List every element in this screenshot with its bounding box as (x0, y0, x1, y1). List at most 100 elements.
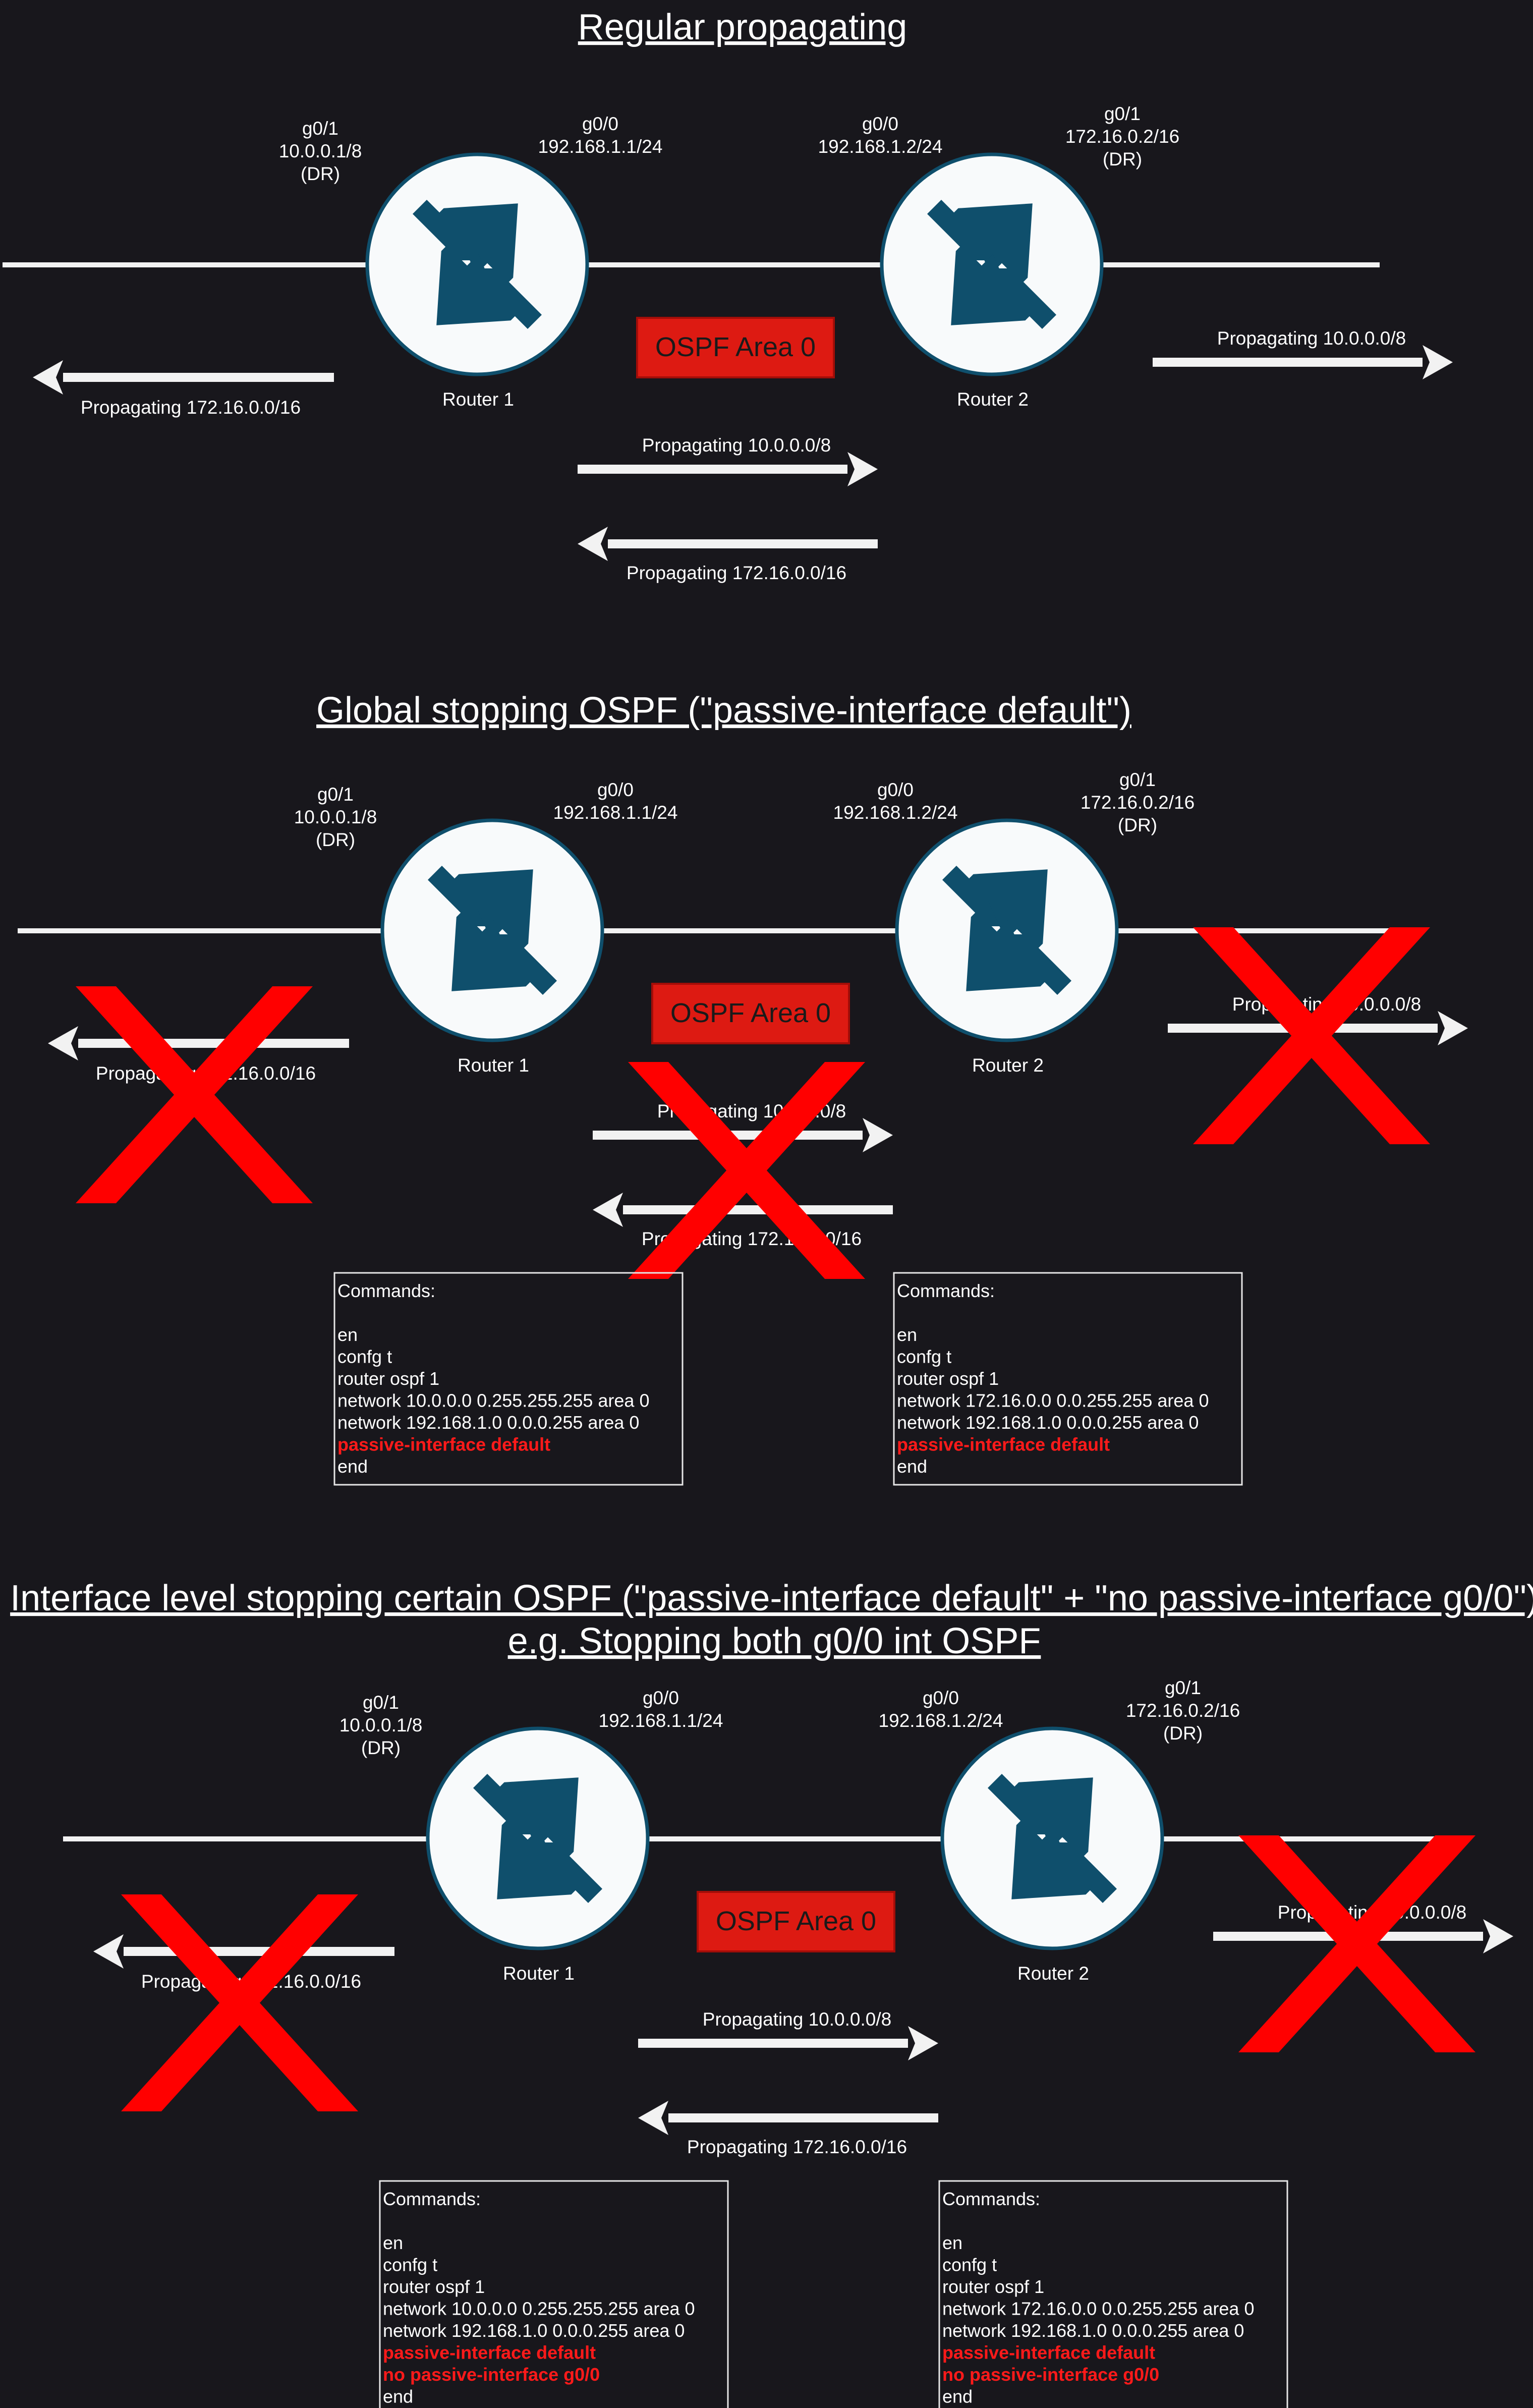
router-1-label: Router 1 (442, 389, 514, 410)
command-line: network 192.168.1.0 0.0.0.255 area 0 (337, 1412, 639, 1433)
command-line: network 172.16.0.0 0.0.255.255 area 0 (897, 1390, 1209, 1411)
router-1-interface-g0-1: 10.0.0.1/8 (294, 807, 377, 827)
arrow-right-icon (638, 2026, 938, 2060)
section-subtitle: e.g. Stopping both g0/0 int OSPF (508, 1621, 1041, 1661)
router-icon (428, 1728, 648, 1948)
router-2-interface-g0-0: 192.168.1.2/24 (879, 1710, 1003, 1731)
ospf-area-box (651, 983, 850, 1044)
command-line-highlighted: no passive-interface g0/0 (383, 2364, 600, 2385)
arrow-right-icon (578, 452, 878, 486)
section-title: Global stopping OSPF ("passive-interface… (316, 690, 1131, 731)
router-2-interface-g0-1: 172.16.0.2/16 (1126, 1700, 1240, 1721)
command-line: end (337, 1456, 368, 1477)
router-2-interface-g0-1: (DR) (1103, 149, 1142, 170)
router-1-interface-g0-1: 10.0.0.1/8 (279, 141, 362, 161)
arrow-left-icon (33, 360, 334, 395)
command-line-highlighted: passive-interface default (337, 1434, 550, 1455)
diagram-section-2: Global stopping OSPF ("passive-interface… (18, 690, 1468, 1486)
command-line: confg t (942, 2255, 997, 2275)
router-1-interface-g0-1: g0/1 (317, 784, 354, 805)
router-2-interface-g0-1: g0/1 (1119, 769, 1156, 790)
ospf-area-box (636, 317, 835, 378)
router-1-interface-g0-1: (DR) (301, 163, 340, 184)
ospf-area-label: OSPF Area 0 (670, 998, 831, 1028)
router-2-interface-g0-0: 192.168.1.2/24 (818, 136, 943, 157)
router-2-interface-g0-0: 192.168.1.2/24 (833, 802, 958, 823)
command-line: en (383, 2232, 403, 2253)
section-title: Interface level stopping certain OSPF ("… (10, 1578, 1533, 1618)
router-icon (882, 154, 1102, 374)
command-line: router ospf 1 (337, 1368, 439, 1389)
propagation-label: Propagating 172.16.0.0/16 (81, 397, 301, 418)
command-line: network 192.168.1.0 0.0.0.255 area 0 (383, 2320, 685, 2341)
command-line: router ospf 1 (383, 2276, 485, 2297)
command-line: end (897, 1456, 927, 1477)
arrow-left-icon (48, 1026, 349, 1060)
router-1-interface-g0-1: g0/1 (302, 118, 338, 139)
command-line: network 10.0.0.0 0.255.255.255 area 0 (383, 2299, 695, 2319)
command-line: confg t (897, 1347, 951, 1367)
diagram-section-3: Interface level stopping certain OSPF ("… (10, 1578, 1533, 2408)
router-1-interface-g0-0: g0/0 (597, 779, 634, 800)
cross-mark-icon (1238, 1835, 1475, 2052)
router-2-interface-g0-1: g0/1 (1165, 1677, 1201, 1698)
command-line: network 10.0.0.0 0.255.255.255 area 0 (337, 1390, 649, 1411)
router-2-label: Router 2 (957, 389, 1029, 410)
router-icon (382, 820, 602, 1040)
router-2-interface-g0-1: g0/1 (1104, 103, 1141, 124)
router-1-label: Router 1 (458, 1055, 529, 1076)
section-title: Regular propagating (578, 7, 907, 47)
router-2-interface-g0-1: 172.16.0.2/16 (1081, 792, 1195, 813)
command-line: end (942, 2386, 973, 2407)
command-line: network 172.16.0.0 0.0.255.255 area 0 (942, 2299, 1254, 2319)
command-line: network 192.168.1.0 0.0.0.255 area 0 (942, 2320, 1244, 2341)
router-2-interface-g0-1: 172.16.0.2/16 (1065, 126, 1179, 147)
ospf-area-label: OSPF Area 0 (655, 332, 816, 362)
command-line: router ospf 1 (942, 2276, 1044, 2297)
router-1-interface-g0-0: 192.168.1.1/24 (599, 1710, 723, 1731)
router-2-interface-g0-0: g0/0 (877, 779, 914, 800)
router-2-label: Router 2 (972, 1055, 1044, 1076)
router-2-interface-g0-1: (DR) (1118, 815, 1157, 835)
router-1-interface-g0-0: 192.168.1.1/24 (553, 802, 678, 823)
ospf-area-label: OSPF Area 0 (716, 1906, 876, 1936)
router-icon (367, 154, 587, 374)
command-line-highlighted: passive-interface default (897, 1434, 1110, 1455)
cross-mark-icon (121, 1894, 358, 2111)
commands-header: Commands: (337, 1280, 435, 1301)
ospf-area-box (697, 1891, 895, 1952)
router-1-interface-g0-1: (DR) (361, 1738, 401, 1758)
router-2-label: Router 2 (1017, 1963, 1089, 1984)
router-icon (897, 820, 1117, 1040)
router-1-interface-g0-0: g0/0 (582, 114, 618, 134)
command-line: end (383, 2386, 413, 2407)
router-2-interface-g0-0: g0/0 (862, 114, 898, 134)
propagation-label: Propagating 172.16.0.0/16 (687, 2137, 907, 2157)
cross-mark-icon (76, 986, 313, 1203)
router-icon (942, 1728, 1162, 1948)
cross-mark-icon (1193, 927, 1430, 1144)
arrow-left-icon (593, 1193, 893, 1227)
command-line: router ospf 1 (897, 1368, 999, 1389)
command-line: en (337, 1324, 358, 1345)
command-line: network 192.168.1.0 0.0.0.255 area 0 (897, 1412, 1199, 1433)
arrow-right-icon (1153, 345, 1453, 379)
command-line-highlighted: no passive-interface g0/0 (942, 2364, 1159, 2385)
propagation-label: Propagating 172.16.0.0/16 (627, 563, 846, 583)
command-line-highlighted: passive-interface default (383, 2342, 596, 2363)
propagation-label: Propagating 10.0.0.0/8 (1217, 328, 1406, 349)
command-line: en (897, 1324, 917, 1345)
router-1-interface-g0-1: g0/1 (363, 1692, 399, 1713)
router-2-interface-g0-1: (DR) (1163, 1723, 1203, 1744)
arrow-left-icon (578, 527, 878, 561)
propagation-label: Propagating 10.0.0.0/8 (703, 2009, 891, 2030)
command-line: en (942, 2232, 962, 2253)
propagation-label: Propagating 10.0.0.0/8 (642, 435, 831, 456)
commands-header: Commands: (897, 1280, 995, 1301)
command-line-highlighted: passive-interface default (942, 2342, 1155, 2363)
